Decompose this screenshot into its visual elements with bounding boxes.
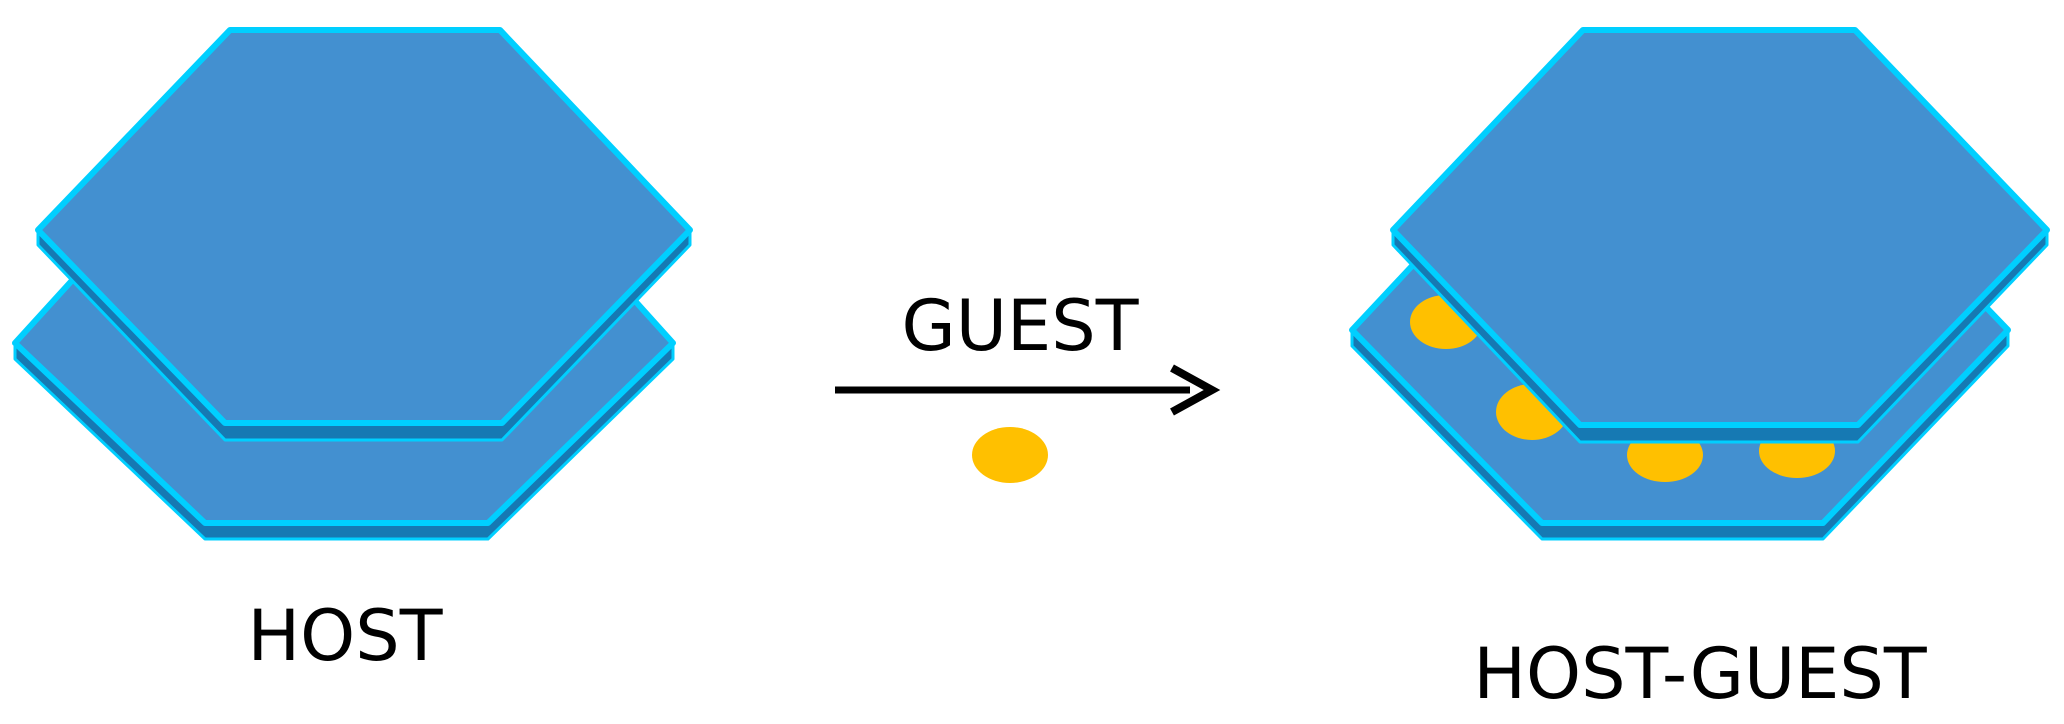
host-top-layer (35, 27, 693, 426)
host-guest-layers-icon (1349, 27, 2050, 541)
host-label: HOST (248, 595, 443, 677)
host-guest-top-layer (1390, 27, 2050, 428)
host-layers-icon (12, 27, 693, 541)
guest-molecule-dot-icon (972, 427, 1048, 483)
host-guest-label: HOST-GUEST (1473, 633, 1926, 715)
right-arrow-icon (835, 364, 1221, 416)
guest-label: GUEST (902, 285, 1139, 367)
